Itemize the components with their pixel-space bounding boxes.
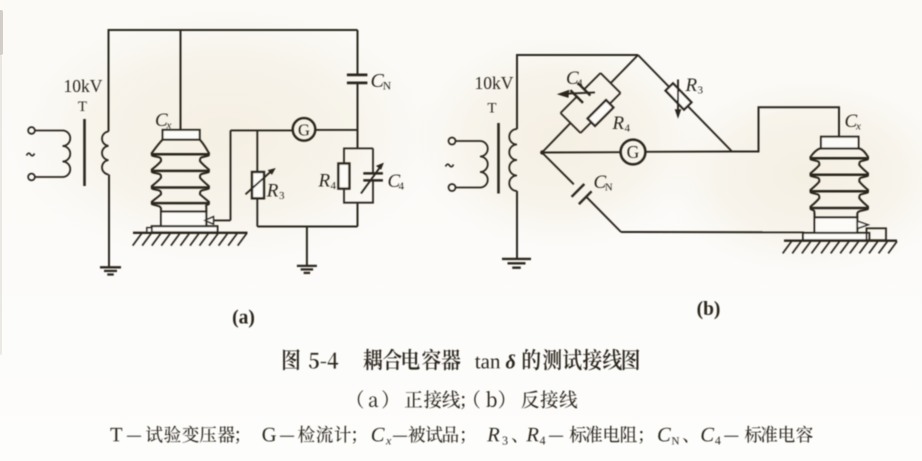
svg-text:R: R <box>318 171 331 192</box>
svg-text:4: 4 <box>577 78 583 90</box>
svg-text:C: C <box>845 111 858 132</box>
svg-text:R: R <box>266 181 279 202</box>
svg-text:4: 4 <box>399 181 405 193</box>
svg-text:G: G <box>627 142 640 162</box>
svg-text:10kV: 10kV <box>64 76 103 96</box>
svg-text:x: x <box>166 120 172 132</box>
svg-text:G: G <box>298 120 310 139</box>
svg-text:10kV: 10kV <box>475 73 514 93</box>
svg-text:C: C <box>594 172 607 193</box>
svg-text:R: R <box>685 75 698 96</box>
svg-text:C: C <box>371 70 385 92</box>
svg-text:(a): (a) <box>232 308 255 329</box>
svg-text:C: C <box>388 171 401 192</box>
svg-text:N: N <box>383 81 392 93</box>
svg-text:T: T <box>78 99 87 115</box>
svg-text:3: 3 <box>698 85 704 97</box>
svg-text:4: 4 <box>331 180 337 192</box>
svg-text:x: x <box>855 121 861 133</box>
svg-text:4: 4 <box>625 123 631 135</box>
svg-text:N: N <box>605 182 613 194</box>
svg-text:(b): (b) <box>697 299 721 320</box>
svg-text:R: R <box>612 113 625 134</box>
svg-text:T: T <box>487 101 496 117</box>
svg-text:C: C <box>566 68 579 89</box>
svg-text:3: 3 <box>279 190 285 202</box>
svg-text:C: C <box>155 110 168 131</box>
